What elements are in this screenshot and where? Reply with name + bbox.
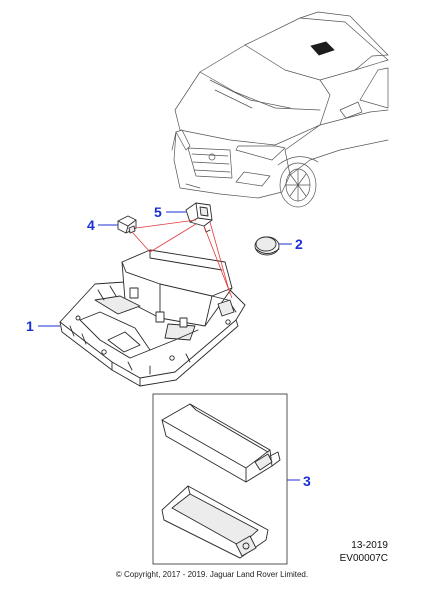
callout-4-group: 4 xyxy=(87,217,118,233)
callout-1-group: 1 xyxy=(26,318,60,334)
callout-number-4: 4 xyxy=(87,217,95,233)
part-3-cover[interactable] xyxy=(161,403,281,483)
callout-number-5: 5 xyxy=(154,204,162,220)
reference-code: EV00007C xyxy=(339,553,388,564)
part-3-detail-frame xyxy=(152,393,288,565)
callout-number-3: 3 xyxy=(303,473,311,489)
callout-number-1: 1 xyxy=(26,318,34,334)
fitting-indicator-lines xyxy=(131,219,233,299)
roof-console-location-marker xyxy=(310,41,335,56)
vehicle-outline xyxy=(171,11,389,208)
callout-number-2: 2 xyxy=(295,236,303,252)
date-code: 13-2019 xyxy=(351,540,388,551)
callout-3-group: 3 xyxy=(287,473,311,489)
part-1-overhead-console[interactable] xyxy=(59,249,246,387)
callout-5-group: 5 xyxy=(154,204,186,220)
copyright-notice: © Copyright, 2017 - 2019. Jaguar Land Ro… xyxy=(115,570,309,579)
part-4-switch[interactable] xyxy=(117,215,137,234)
part-3-lens-tray[interactable] xyxy=(161,485,269,559)
part-2-lens[interactable] xyxy=(254,236,280,256)
callout-2-group: 2 xyxy=(279,236,303,252)
